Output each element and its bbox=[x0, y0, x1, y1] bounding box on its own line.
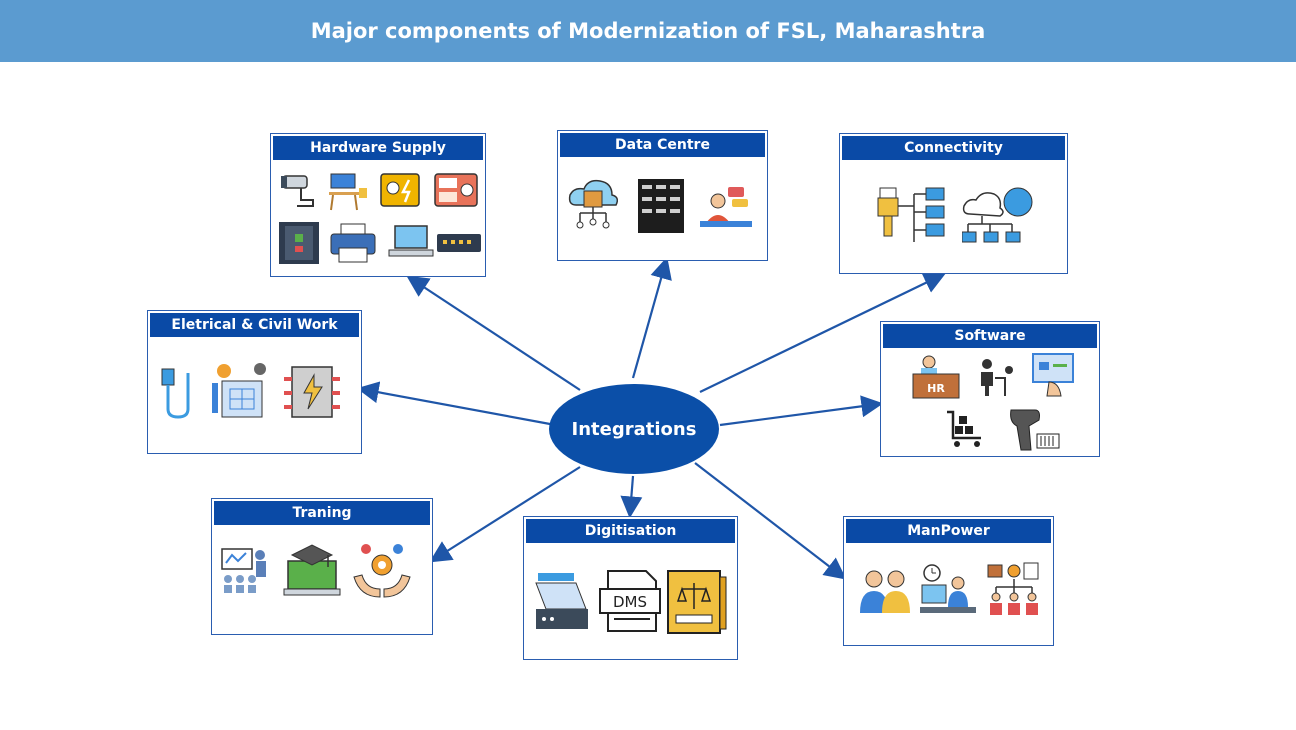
data-centre-box: Data Centre bbox=[557, 130, 768, 261]
support-agent-icon bbox=[700, 187, 752, 227]
dms-label: DMS bbox=[613, 593, 647, 611]
network-switch-icon bbox=[437, 234, 481, 252]
barcode-scanner-icon bbox=[1010, 409, 1060, 451]
software-box: Software HR bbox=[880, 321, 1100, 457]
team-people-icon bbox=[860, 570, 910, 613]
generator-icon bbox=[380, 173, 420, 207]
arrow-software bbox=[719, 395, 884, 427]
inventory-trolley-icon bbox=[947, 410, 981, 447]
manpower-box: ManPower bbox=[843, 516, 1054, 646]
biometric-device-icon bbox=[434, 173, 478, 207]
hardware-supply-header: Hardware Supply bbox=[273, 136, 483, 160]
presenter-icon bbox=[981, 359, 1013, 396]
connectivity-box: Connectivity bbox=[839, 133, 1068, 274]
workstation-desk-icon bbox=[329, 173, 367, 211]
server-rack-icon bbox=[279, 222, 319, 264]
hardware-supply-box: Hardware Supply bbox=[270, 133, 486, 277]
org-chart-icon bbox=[987, 562, 1039, 615]
skills-hands-icon bbox=[353, 544, 411, 598]
online-course-icon bbox=[283, 544, 341, 596]
training-header: Traning bbox=[214, 501, 430, 525]
cloud-network-icon bbox=[962, 187, 1033, 243]
network-cable-icon bbox=[877, 187, 945, 242]
cloud-server-icon bbox=[568, 179, 619, 229]
hr-label: HR bbox=[927, 382, 945, 395]
manpower-header: ManPower bbox=[846, 519, 1051, 543]
electrical-civil-box: Eletrical & Civil Work bbox=[147, 310, 362, 454]
laptop-icon bbox=[388, 225, 434, 257]
arrow-electrical bbox=[356, 381, 551, 426]
arrow-training bbox=[429, 466, 581, 563]
integrations-hub: Integrations bbox=[549, 384, 719, 474]
arrow-connectivity bbox=[699, 272, 946, 393]
title-banner: Major components of Modernization of FSL… bbox=[0, 0, 1296, 62]
hub-label: Integrations bbox=[571, 418, 697, 440]
data-centre-header: Data Centre bbox=[560, 133, 765, 157]
arrow-datacentre bbox=[631, 256, 672, 379]
hr-desk-icon: HR bbox=[912, 355, 960, 399]
cctv-camera-icon bbox=[281, 175, 314, 207]
digitisation-box: Digitisation DMS bbox=[523, 516, 738, 660]
printer-icon bbox=[330, 223, 376, 263]
digitisation-header: Digitisation bbox=[526, 519, 735, 543]
arrow-digitisation bbox=[620, 475, 643, 519]
classroom-icon bbox=[221, 548, 266, 593]
page-title: Major components of Modernization of FSL… bbox=[310, 19, 986, 43]
software-header: Software bbox=[883, 324, 1097, 348]
arrow-hardware bbox=[406, 275, 581, 391]
e-learning-screen-icon bbox=[1032, 353, 1074, 397]
power-panel-icon bbox=[284, 366, 340, 418]
scanner-icon bbox=[535, 573, 588, 629]
electrical-cable-icon bbox=[161, 368, 190, 419]
dms-document-icon: DMS bbox=[599, 570, 661, 632]
training-box: Traning bbox=[211, 498, 433, 635]
connectivity-header: Connectivity bbox=[842, 136, 1065, 160]
arrow-manpower bbox=[694, 462, 847, 580]
employee-desk-icon bbox=[920, 564, 976, 613]
legal-file-icon bbox=[667, 570, 727, 634]
blueprint-icon bbox=[212, 363, 266, 418]
server-tower-icon bbox=[638, 179, 684, 233]
electrical-civil-header: Eletrical & Civil Work bbox=[150, 313, 359, 337]
